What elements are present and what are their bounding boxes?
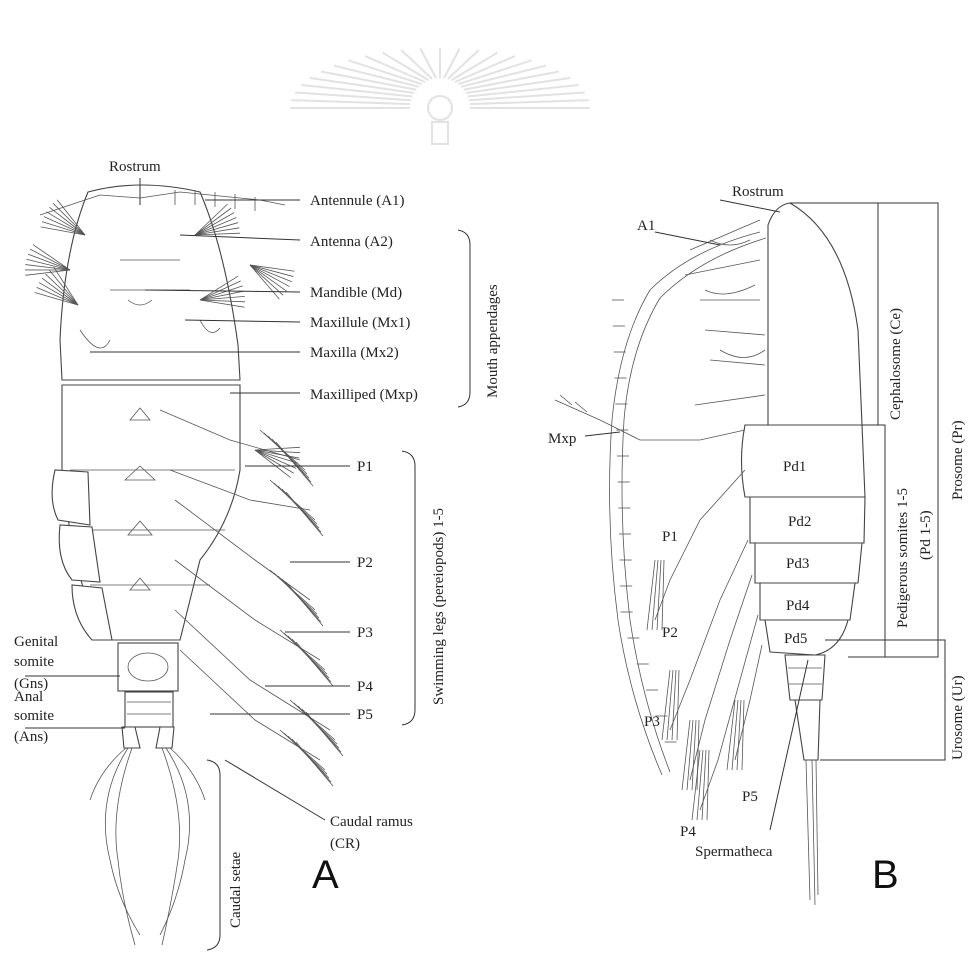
label-a-p2: P2 bbox=[357, 555, 373, 571]
label-anal-3: (Ans) bbox=[14, 729, 48, 745]
label-maxilla: Maxilla (Mx2) bbox=[310, 345, 399, 361]
label-caudal-setae: Caudal setae bbox=[228, 851, 244, 928]
label-b-p3: P3 bbox=[644, 714, 660, 730]
label-mouth-appendages: Mouth appendages bbox=[485, 284, 501, 398]
label-b-p2: P2 bbox=[662, 625, 678, 641]
label-pd3: Pd3 bbox=[786, 556, 809, 572]
label-a-rostrum: Rostrum bbox=[109, 159, 161, 175]
label-maxilliped: Maxilliped (Mxp) bbox=[310, 387, 418, 403]
panel-letter-a: A bbox=[312, 853, 339, 897]
label-b-rostrum: Rostrum bbox=[732, 184, 784, 200]
label-b-p4: P4 bbox=[680, 824, 696, 840]
label-mandible: Mandible (Md) bbox=[310, 285, 402, 301]
label-pd1: Pd1 bbox=[783, 459, 806, 475]
label-pd5: Pd5 bbox=[784, 631, 807, 647]
label-a-p5: P5 bbox=[357, 707, 373, 723]
label-genital-2: somite bbox=[14, 654, 54, 670]
label-cephalosome: Cephalosome (Ce) bbox=[888, 308, 904, 420]
label-a-p4: P4 bbox=[357, 679, 373, 695]
label-antennule: Antennule (A1) bbox=[310, 193, 405, 209]
label-a-p3: P3 bbox=[357, 625, 373, 641]
label-anal-1: Anal bbox=[14, 689, 43, 705]
label-antenna: Antenna (A2) bbox=[310, 234, 393, 250]
watermark-emblem bbox=[290, 48, 590, 144]
label-a-p1: P1 bbox=[357, 459, 373, 475]
panel-letter-b: B bbox=[872, 853, 899, 897]
label-prosome: Prosome (Pr) bbox=[950, 420, 966, 500]
label-b-mxp: Mxp bbox=[548, 431, 576, 447]
label-pd4: Pd4 bbox=[786, 598, 810, 614]
label-swimming-legs: Swimming legs (pereiopods) 1-5 bbox=[431, 508, 447, 705]
label-b-p1: P1 bbox=[662, 529, 678, 545]
panel-b-illustration bbox=[555, 203, 865, 905]
label-b-p5: P5 bbox=[742, 789, 758, 805]
panel-a-illustration bbox=[25, 185, 343, 945]
label-maxillule: Maxillule (Mx1) bbox=[310, 315, 410, 331]
label-b-a1: A1 bbox=[637, 218, 655, 234]
label-pedigerous-1: Pedigerous somites 1-5 bbox=[895, 488, 911, 628]
label-anal-2: somite bbox=[14, 708, 54, 724]
label-pedigerous-2: (Pd 1-5) bbox=[918, 510, 934, 560]
label-spermatheca: Spermatheca bbox=[695, 844, 773, 860]
label-genital-1: Genital bbox=[14, 634, 58, 650]
label-caudal-ramus-1: Caudal ramus bbox=[330, 814, 413, 830]
label-caudal-ramus-2: (CR) bbox=[330, 836, 360, 852]
label-urosome: Urosome (Ur) bbox=[950, 675, 966, 760]
label-pd2: Pd2 bbox=[788, 514, 811, 530]
